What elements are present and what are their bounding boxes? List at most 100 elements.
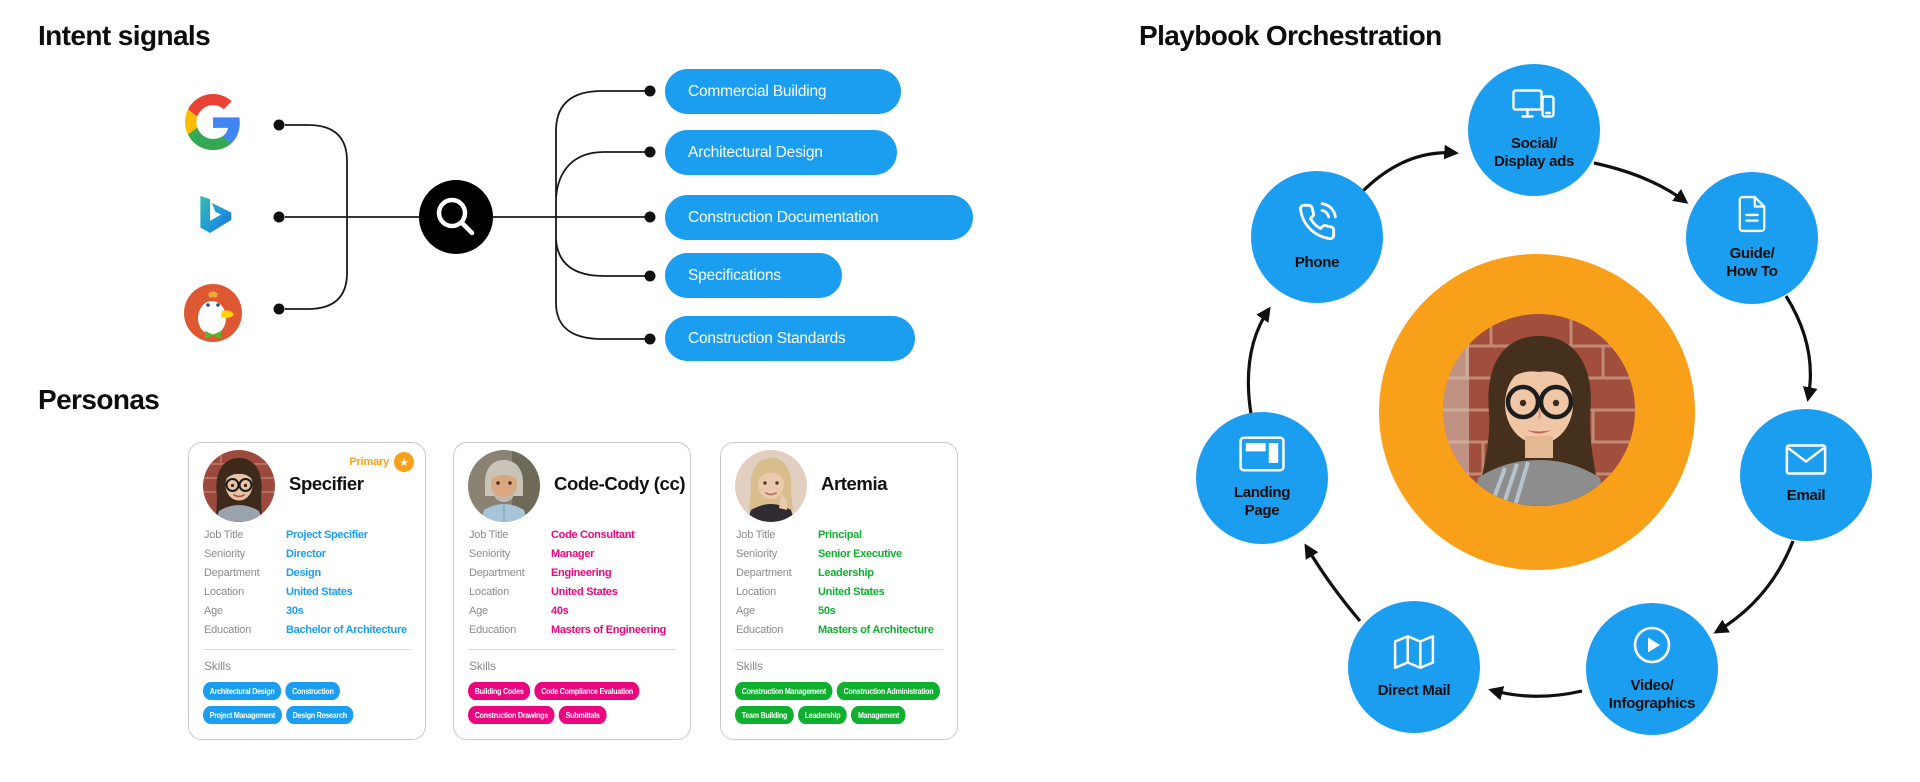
field-label: Education: [736, 623, 784, 636]
keyword-pill: Construction Documentation: [665, 195, 973, 240]
intent-tree-dots: [273, 85, 656, 345]
google-logo: [185, 94, 241, 150]
devices-icon: [1511, 89, 1557, 128]
duckduckgo-logo: [182, 282, 244, 344]
node-video-infographics: Video/ Infographics: [1586, 603, 1718, 735]
skills-label: Skills: [736, 659, 763, 673]
primary-badge: Primary ★: [349, 452, 414, 472]
field-label: Seniority: [204, 547, 245, 560]
field-value: Masters of Architecture: [818, 623, 934, 636]
skill-tag: Building Codes: [468, 682, 531, 700]
node-guide-how-to: Guide/ How To: [1686, 172, 1818, 304]
field-label: Education: [204, 623, 252, 636]
skill-tag: Code Compliance Evaluation: [534, 682, 640, 700]
persona-card-specifier: Specifier Primary ★ Job Title Project Spe…: [188, 442, 426, 740]
persona-fields: Job Title Project Specifier Seniority Dire…: [204, 525, 417, 639]
field-value: 40s: [551, 604, 569, 617]
field-label: Location: [204, 585, 244, 598]
field-label: Location: [469, 585, 509, 598]
node-label: Phone: [1294, 253, 1340, 271]
node-label: Landing Page: [1233, 483, 1291, 519]
persona-name: Artemia: [821, 473, 888, 494]
envelope-icon: [1785, 444, 1827, 480]
node-direct-mail: Direct Mail: [1348, 601, 1480, 733]
persona-name: Specifier: [289, 473, 364, 494]
keyword-pill: Specifications: [665, 253, 842, 298]
persona-fields: Job Title Code Consultant Seniority Manage…: [469, 525, 682, 639]
field-label: Job Title: [469, 528, 509, 541]
keyword-pill: Construction Standards: [665, 316, 915, 361]
skill-tag: Construction Administration: [836, 682, 941, 700]
personas-title: Personas: [38, 384, 160, 415]
skill-tags: Construction Management Construction Adm…: [735, 682, 945, 724]
bing-logo: [184, 191, 238, 245]
node-label: Video/ Infographics: [1608, 676, 1696, 712]
skill-tag: Construction: [285, 682, 341, 700]
field-value: Project Specifier: [286, 528, 368, 541]
divider: [468, 649, 676, 650]
skills-label: Skills: [204, 659, 231, 673]
avatar: [468, 450, 540, 522]
browser-icon: [1239, 436, 1285, 477]
field-label: Location: [736, 585, 776, 598]
field-label: Department: [469, 566, 525, 579]
skill-tag: Submittals: [558, 706, 607, 724]
field-label: Education: [469, 623, 517, 636]
skills-label: Skills: [469, 659, 496, 673]
field-label: Seniority: [736, 547, 777, 560]
skill-tags: Building Codes Code Compliance Evaluatio…: [468, 682, 678, 724]
field-label: Age: [204, 604, 223, 617]
avatar: [203, 450, 275, 522]
field-label: Seniority: [469, 547, 510, 560]
search-icon: [419, 180, 493, 254]
field-value: United States: [551, 585, 618, 598]
field-value: Leadership: [818, 566, 874, 579]
node-landing-page: Landing Page: [1196, 412, 1328, 544]
field-label: Job Title: [736, 528, 776, 541]
keyword-pill: Commercial Building: [665, 69, 901, 114]
node-email: Email: [1740, 409, 1872, 541]
skill-tag: Management: [851, 706, 906, 724]
play-icon: [1632, 625, 1672, 670]
node-social-display-ads: Social/ Display ads: [1468, 64, 1600, 196]
skill-tags: Architectural Design Construction Projec…: [203, 682, 413, 724]
node-label: Direct Mail: [1377, 681, 1451, 699]
node-label: Social/ Display ads: [1493, 134, 1575, 170]
skill-tag: Construction Drawings: [468, 706, 555, 724]
node-label: Email: [1786, 487, 1826, 505]
divider: [203, 649, 411, 650]
map-icon: [1393, 634, 1435, 675]
field-value: Manager: [551, 547, 595, 560]
field-label: Age: [736, 604, 755, 617]
field-label: Job Title: [204, 528, 244, 541]
phone-icon: [1297, 202, 1337, 247]
field-value: Principal: [818, 528, 862, 541]
skill-tag: Architectural Design: [203, 682, 282, 700]
cycle-arrows: [1246, 144, 1818, 701]
field-value: 50s: [818, 604, 836, 617]
field-value: Director: [286, 547, 326, 560]
field-value: United States: [818, 585, 885, 598]
skill-tag: Leadership: [798, 706, 848, 724]
node-label: Guide/ How To: [1726, 244, 1778, 280]
field-value: Masters of Engineering: [551, 623, 667, 636]
keyword-pill: Architectural Design: [665, 130, 897, 175]
avatar: [735, 450, 807, 522]
node-phone: Phone: [1251, 171, 1383, 303]
field-value: Code Consultant: [551, 528, 635, 541]
star-icon: ★: [394, 452, 414, 472]
field-value: Engineering: [551, 566, 612, 579]
playbook-title: Playbook Orchestration: [1139, 20, 1442, 51]
skill-tag: Construction Management: [735, 682, 833, 700]
skill-tag: Design Research: [285, 706, 354, 724]
field-value: Design: [286, 566, 321, 579]
field-value: 30s: [286, 604, 304, 617]
intent-tree-lines: [285, 90, 650, 340]
field-label: Age: [469, 604, 488, 617]
field-label: Department: [736, 566, 792, 579]
